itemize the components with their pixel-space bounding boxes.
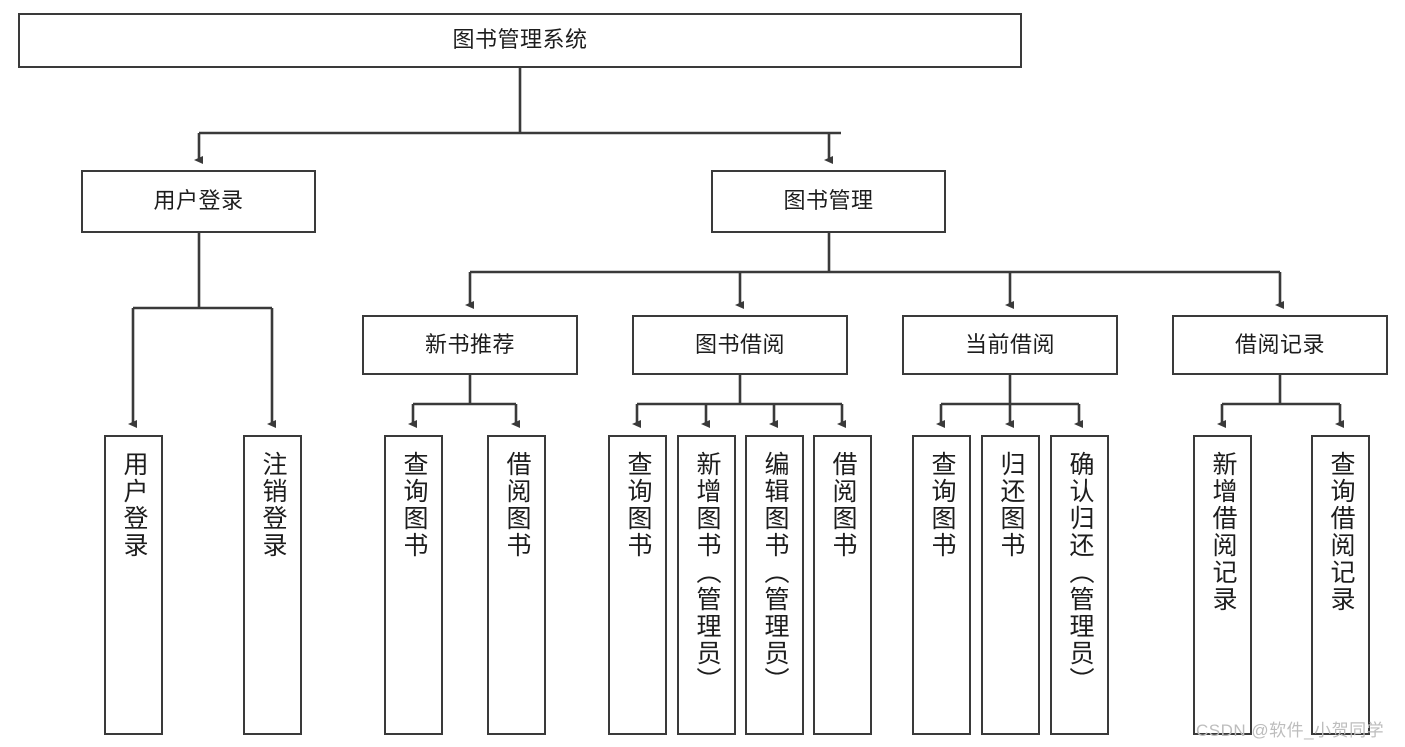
node-label: 借阅图书 xyxy=(503,451,531,559)
leaf-user-login-login[interactable]: 用户登录 xyxy=(104,435,163,735)
node-label: 新增借阅记录 xyxy=(1209,451,1237,613)
node-user-login[interactable]: 用户登录 xyxy=(81,170,316,233)
node-label: 查询借阅记录 xyxy=(1327,451,1355,613)
node-label: 查询图书 xyxy=(928,451,956,559)
node-label: 借阅图书 xyxy=(829,451,857,559)
node-label: 用户登录 xyxy=(153,188,244,214)
node-label: 图书借阅 xyxy=(694,331,785,357)
leaf-book-borrow-borrow-book[interactable]: 借阅图书 xyxy=(813,435,872,735)
node-label: 新增图书（管理员） xyxy=(693,451,721,694)
node-label: 用户登录 xyxy=(120,451,148,559)
node-label: 借阅记录 xyxy=(1234,331,1325,357)
node-label: 查询图书 xyxy=(400,451,428,559)
node-label: 当前借阅 xyxy=(964,331,1055,357)
leaf-current-borrow-return-book[interactable]: 归还图书 xyxy=(981,435,1040,735)
leaf-book-borrow-query-book[interactable]: 查询图书 xyxy=(608,435,667,735)
node-root-book-management-system[interactable]: 图书管理系统 xyxy=(18,13,1022,68)
node-label: 注销登录 xyxy=(259,451,287,559)
leaf-user-login-logout[interactable]: 注销登录 xyxy=(243,435,302,735)
leaf-book-borrow-edit-book-admin[interactable]: 编辑图书（管理员） xyxy=(745,435,804,735)
node-label: 确认归还（管理员） xyxy=(1066,451,1094,694)
node-label: 查询图书 xyxy=(624,451,652,559)
node-label: 编辑图书（管理员） xyxy=(761,451,789,694)
node-book-management[interactable]: 图书管理 xyxy=(711,170,946,233)
leaf-new-book-borrow-book[interactable]: 借阅图书 xyxy=(487,435,546,735)
leaf-current-borrow-query-book[interactable]: 查询图书 xyxy=(912,435,971,735)
leaf-borrow-record-add-record[interactable]: 新增借阅记录 xyxy=(1193,435,1252,735)
csdn-watermark: CSDN @软件_小贺同学 xyxy=(1196,721,1385,740)
leaf-new-book-query-book[interactable]: 查询图书 xyxy=(384,435,443,735)
node-label: 图书管理系统 xyxy=(452,27,588,53)
node-label: 新书推荐 xyxy=(424,331,515,357)
leaf-book-borrow-add-book-admin[interactable]: 新增图书（管理员） xyxy=(677,435,736,735)
leaf-current-borrow-confirm-return-admin[interactable]: 确认归还（管理员） xyxy=(1050,435,1109,735)
node-label: 图书管理 xyxy=(783,188,874,214)
node-book-borrow[interactable]: 图书借阅 xyxy=(632,315,848,375)
node-current-borrow[interactable]: 当前借阅 xyxy=(902,315,1118,375)
node-label: 归还图书 xyxy=(997,451,1025,559)
leaf-borrow-record-query-record[interactable]: 查询借阅记录 xyxy=(1311,435,1370,735)
node-borrow-record[interactable]: 借阅记录 xyxy=(1172,315,1388,375)
node-new-book-recommend[interactable]: 新书推荐 xyxy=(362,315,578,375)
